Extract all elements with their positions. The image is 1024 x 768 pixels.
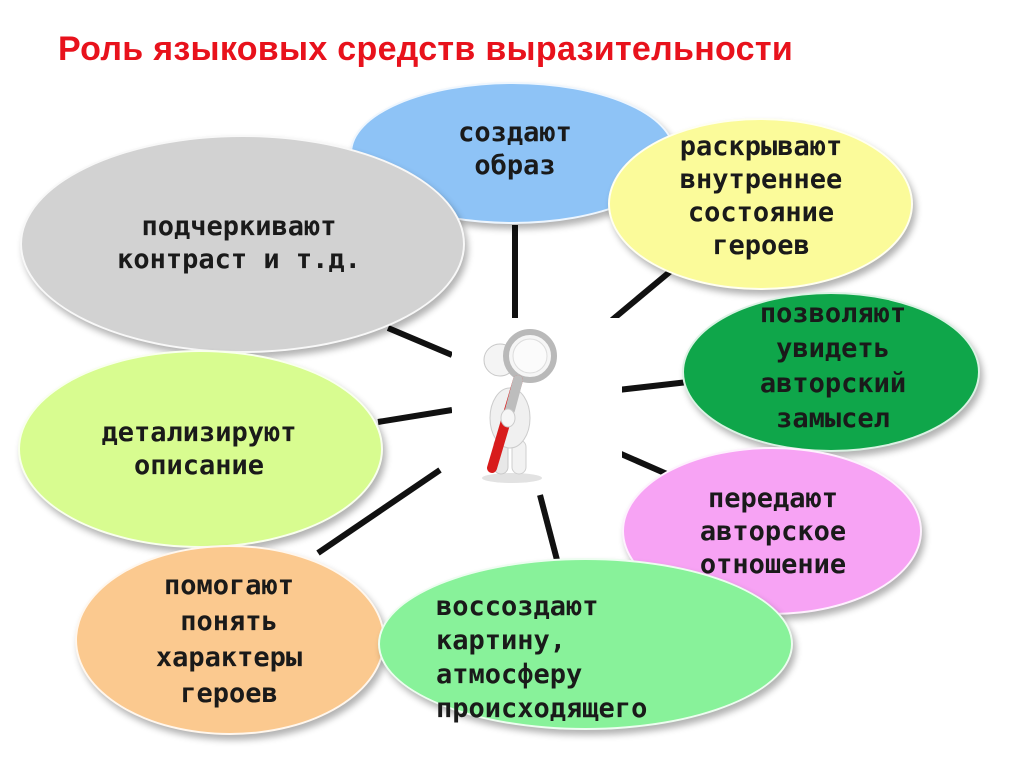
diagram-title: Роль языковых средств выразительности xyxy=(58,30,794,68)
bubble-text-detaliziruyut: детализируют описание xyxy=(101,417,297,481)
bubble-text-sozdayut: создают образ xyxy=(458,117,572,181)
bubble-text-pozvolyayut: позволяют увидеть авторский замысел xyxy=(759,298,907,434)
bubble-text-raskryvayut: раскрывают внутреннее состояние героев xyxy=(679,131,843,261)
connector-pozvolyayut xyxy=(617,379,689,393)
bubble-podcherkivayut xyxy=(20,135,465,353)
connector-raskryvayut xyxy=(610,267,674,323)
bubble-text-vossozdayut: воссоздают картину, атмосферу происходящ… xyxy=(436,591,648,724)
bubble-pozvolyayut xyxy=(682,292,980,452)
bubble-pomogayut xyxy=(75,545,385,735)
magnifier-figure-icon xyxy=(452,318,622,488)
bubble-text-podcherkivayut: подчеркивают контраст и т.д. xyxy=(117,211,361,275)
connector-pomogayut xyxy=(316,467,442,556)
connector-podcherkivayut xyxy=(386,325,454,358)
connector-vossozdayut xyxy=(537,494,560,561)
bubble-vossozdayut xyxy=(378,558,793,730)
connector-detaliziruyut xyxy=(377,407,453,425)
bubble-text-pomogayut: помогают понять характеры героев xyxy=(155,570,303,709)
bubble-text-peredayut: передают авторское отношение xyxy=(699,483,847,580)
bubble-raskryvayut xyxy=(608,118,913,290)
